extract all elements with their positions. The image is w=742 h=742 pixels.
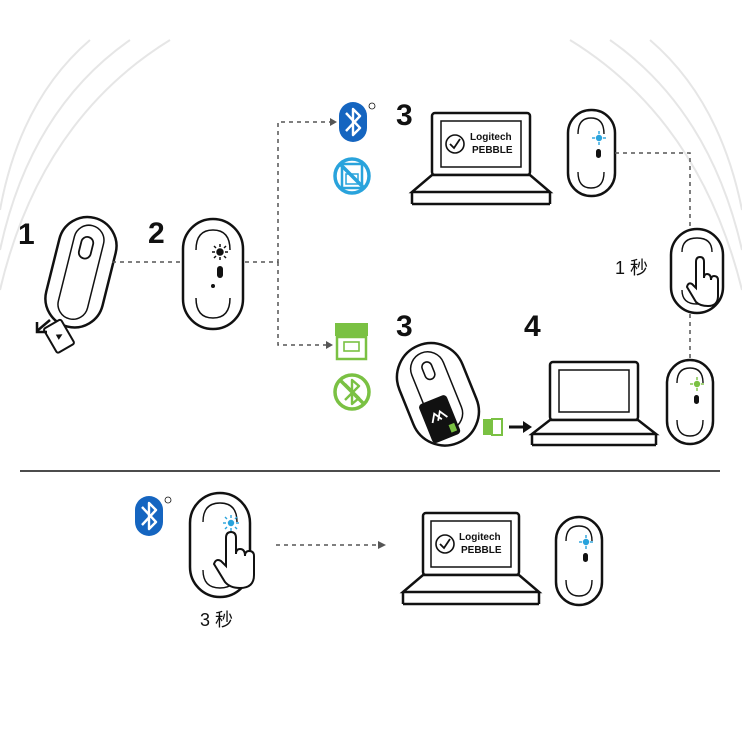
arrow-right-icon: [509, 421, 532, 433]
arrowhead-top: [330, 118, 337, 126]
mouse-with-receiver-compartment: [395, 341, 481, 447]
laptop-brand-line1-bottom: Logitech: [459, 532, 501, 543]
laptop-brand-line2: PEBBLE: [472, 145, 513, 156]
arrowhead-bottom: [326, 341, 333, 349]
bluetooth-icon-bottom: [135, 496, 172, 536]
led-blue-steady: [579, 535, 593, 549]
dashed-connector-top-right: [615, 152, 691, 228]
step-3-receiver-number: 3: [396, 310, 413, 343]
mouse-step1: [43, 215, 118, 354]
laptop-bluetooth-bottom: Logitech PEBBLE: [399, 511, 543, 606]
usb-receiver-pullout: [43, 318, 75, 354]
hand-pointer-icon-bottom: [212, 530, 255, 590]
step-3-bluetooth-number: 3: [396, 99, 413, 132]
led-blue-blinking: [223, 515, 239, 531]
laptop-bluetooth-step3: Logitech PEBBLE: [408, 111, 554, 206]
laptop-receiver-step4: [528, 360, 660, 447]
no-bluetooth-icon: [333, 373, 371, 411]
background-arcs: [0, 39, 742, 291]
step-1-number: 1: [18, 218, 35, 251]
no-receiver-icon: [333, 157, 371, 195]
hold-duration-short: 1 秒: [615, 258, 648, 278]
usb-receiver-icon: [335, 323, 368, 361]
mouse-underside-receiver-connected: [665, 358, 715, 446]
mouse-underside-step2: [181, 217, 245, 331]
led-indicator: [212, 244, 228, 260]
step-4-number: 4: [524, 310, 541, 343]
led-green: [690, 377, 704, 391]
usb-receiver-small-icon: [483, 418, 503, 436]
dashed-connector-bottom: [276, 541, 386, 549]
hold-duration-long: 3 秒: [200, 610, 233, 630]
arrow-icon: [35, 319, 51, 334]
hand-pointer-icon: [685, 255, 719, 308]
mouse-underside-bottom-connected: [554, 515, 604, 607]
bluetooth-icon: [339, 102, 376, 142]
mouse-underside-bluetooth-connected: [566, 108, 617, 198]
dashed-branch: [245, 121, 330, 346]
led-blue: [592, 131, 606, 145]
laptop-brand-line2-bottom: PEBBLE: [461, 545, 502, 556]
step-2-number: 2: [148, 217, 165, 250]
laptop-brand-line1: Logitech: [470, 132, 512, 143]
